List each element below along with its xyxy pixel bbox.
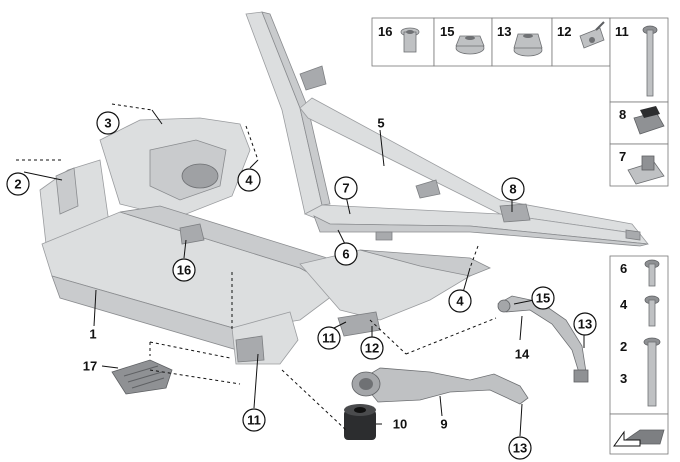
svg-text:5: 5 <box>377 116 384 131</box>
svg-text:13: 13 <box>513 441 527 456</box>
legend-label-11: 11 <box>615 24 629 39</box>
callout-11-mid: 11 <box>317 326 341 350</box>
svg-text:13: 13 <box>578 317 592 332</box>
callout-1: 1 <box>89 327 96 342</box>
callout-5: 5 <box>377 116 384 131</box>
callout-2: 2 <box>6 172 30 196</box>
svg-text:6: 6 <box>342 247 349 262</box>
legend-label-13: 13 <box>497 24 511 39</box>
legend-label-12: 12 <box>557 24 571 39</box>
legend-label-4: 4 <box>620 297 628 312</box>
legend-label-7: 7 <box>619 149 626 164</box>
flange-nut-part <box>455 35 485 55</box>
legend-bolts-panel: 6 4 2 3 <box>609 255 669 415</box>
svg-text:16: 16 <box>177 263 191 278</box>
svg-text:11: 11 <box>247 413 261 428</box>
callout-12: 12 <box>360 336 384 360</box>
svg-text:14: 14 <box>515 347 530 362</box>
callout-8: 8 <box>501 177 525 201</box>
svg-text:10: 10 <box>393 417 407 432</box>
spring-nut-part <box>633 106 665 135</box>
callout-6: 6 <box>334 242 358 266</box>
legend-right-panel: 8 7 <box>609 101 669 187</box>
underbody-plate-17 <box>111 359 173 395</box>
long-bolt-part <box>642 25 658 97</box>
callout-4-upper: 4 <box>237 168 261 192</box>
strut-brace <box>245 11 649 247</box>
front-subframe <box>39 117 491 365</box>
wishbone-arm <box>351 367 529 405</box>
bolt-2-3-part <box>643 337 661 407</box>
callout-7: 7 <box>334 176 358 200</box>
callout-4-lower: 4 <box>448 289 472 313</box>
svg-text:8: 8 <box>509 182 516 197</box>
svg-text:12: 12 <box>365 341 379 356</box>
bolt-4-part <box>644 295 660 327</box>
legend-label-8: 8 <box>619 107 626 122</box>
callout-3: 3 <box>96 111 120 135</box>
svg-text:7: 7 <box>342 181 349 196</box>
legend-label-15: 15 <box>440 24 454 39</box>
legend-label-16: 16 <box>378 24 392 39</box>
svg-text:1: 1 <box>89 327 96 342</box>
callout-17: 17 <box>83 359 97 374</box>
svg-text:11: 11 <box>322 331 336 346</box>
callout-13-right: 13 <box>573 312 597 336</box>
svg-text:9: 9 <box>440 417 447 432</box>
cage-nut-part <box>627 155 665 185</box>
callout-16: 16 <box>172 258 196 282</box>
callout-14: 14 <box>515 347 530 362</box>
legend-label-3: 3 <box>620 371 627 386</box>
legend-label-6: 6 <box>620 261 627 276</box>
legend-top-panel: 16 15 13 12 11 <box>371 17 669 103</box>
clip-part <box>579 21 605 49</box>
callout-9: 9 <box>440 417 447 432</box>
callout-11-left: 11 <box>242 408 266 432</box>
svg-text:17: 17 <box>83 359 97 374</box>
svg-text:4: 4 <box>245 173 253 188</box>
lock-nut-part <box>513 33 543 57</box>
bolt-6-part <box>644 259 660 287</box>
svg-text:2: 2 <box>14 177 21 192</box>
callout-15: 15 <box>531 286 555 310</box>
rubber-mount-10 <box>344 404 376 440</box>
legend-label-2: 2 <box>620 339 627 354</box>
callout-13-bottom: 13 <box>508 436 532 460</box>
orientation-indicator <box>609 413 669 455</box>
svg-text:3: 3 <box>104 116 111 131</box>
svg-text:4: 4 <box>456 294 464 309</box>
sleeve-nut-part <box>400 27 420 53</box>
svg-text:15: 15 <box>536 291 550 306</box>
callout-10: 10 <box>393 417 407 432</box>
